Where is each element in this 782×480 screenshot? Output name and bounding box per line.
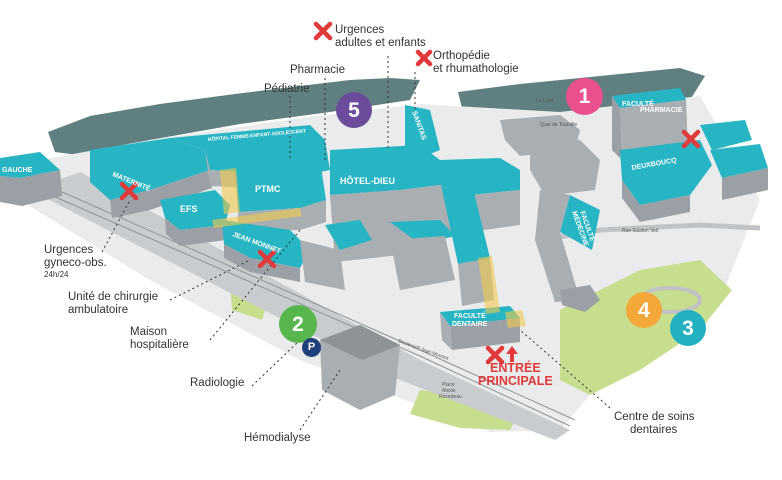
street-place-2: Alexis	[442, 388, 456, 394]
label-hemodialyse: Hémodialyse	[244, 432, 311, 444]
leader-maison	[209, 229, 301, 341]
badge-1-number: 1	[578, 85, 591, 108]
badge-3[interactable]: 3	[670, 310, 706, 346]
building-central-1	[325, 220, 372, 250]
building-gauche	[0, 152, 60, 178]
walkway-1	[212, 208, 302, 228]
walkway-4	[505, 310, 526, 328]
building-deuxboucq	[620, 140, 712, 205]
building-south-top	[320, 325, 400, 360]
label-entree-line1: ENTRÉE	[490, 361, 541, 375]
bld-faculte-dentaire-1: FACULTÉ	[454, 311, 486, 320]
badge-2-number: 2	[292, 312, 304, 336]
label-pediatrie: Pédiatrie	[264, 83, 310, 95]
label-entree-line2: PRINCIPALE	[478, 374, 553, 389]
bld-ptmc: PTMC	[255, 184, 281, 194]
bld-faculte-dentaire-2: DENTAIRE	[452, 321, 488, 328]
cross-urgences-adultes	[313, 21, 333, 41]
arrow-up-icon	[506, 346, 518, 362]
cross-entree	[485, 345, 505, 365]
label-unite-chirurgie-line2: ambulatoire	[68, 304, 129, 317]
building-faculte-pharmacie	[612, 88, 686, 108]
badge-1[interactable]: 1	[566, 78, 603, 115]
building-deuxboucq-side	[622, 180, 690, 222]
label-pharmacie: Pharmacie	[290, 64, 345, 76]
building-east-1	[700, 120, 752, 150]
label-urgences-adultes-line1: Urgences	[335, 24, 385, 36]
street-rue-gaston: Rue Gaston Veil	[622, 228, 658, 234]
badge-4[interactable]: 4	[626, 292, 662, 328]
street-place-3: Ricordeau	[439, 394, 462, 400]
building-faculte-dentaire-front	[450, 318, 520, 350]
building-central-5	[440, 176, 490, 264]
parking-letter: P	[307, 341, 316, 353]
building-sanitas	[405, 105, 440, 158]
park-south	[410, 390, 520, 430]
parking-icon[interactable]: P	[302, 338, 321, 357]
label-urgences-gyneco-line2: gyneco-obs.	[44, 257, 107, 270]
label-urgences-gyneco: Urgences gyneco-obs. 24h/24	[44, 244, 107, 280]
river	[48, 78, 420, 156]
leader-hemodialyse	[299, 369, 341, 431]
walkway-2	[220, 168, 240, 214]
label-orthopedie-line1: Orthopédie	[433, 50, 490, 62]
label-urgences-gyneco-line1: Urgences	[44, 244, 94, 256]
label-urgences-adultes: Urgences adultes et enfants	[335, 24, 426, 50]
cross-jean-monnet	[257, 249, 277, 269]
badge-5-number: 5	[348, 98, 360, 122]
rail-track-1	[29, 185, 571, 427]
building-medecine-dome	[560, 285, 600, 312]
building-faculte-medecine	[560, 195, 600, 250]
building-central-4	[390, 236, 455, 290]
label-maison-line2: hospitalière	[130, 339, 189, 352]
building-faculte-medecine-side	[535, 190, 580, 302]
building-ptmc	[235, 160, 326, 212]
label-orthopedie: Orthopédie et rhumathologie	[433, 50, 519, 76]
cross-orthopedie	[415, 49, 433, 67]
label-unite-chirurgie: Unité de chirurgie ambulatoire	[68, 291, 158, 317]
bld-faculte-pharmacie-2: PHARMACIE	[640, 107, 683, 114]
building-central-2	[300, 240, 345, 290]
label-entree-principale[interactable]: ENTRÉE PRINCIPALE	[478, 361, 553, 389]
building-jean-monnet	[222, 220, 310, 268]
label-urgences-gyneco-hours: 24h/24	[44, 270, 69, 280]
building-east-2	[710, 144, 768, 178]
label-radiologie: Radiologie	[190, 377, 245, 389]
leader-radiologie	[251, 339, 301, 387]
street-place-1: Place	[442, 382, 455, 388]
street-quai: Quai de Tourville	[540, 122, 577, 128]
building-efs-side	[165, 218, 226, 246]
building-faculte-pharmacie-side	[612, 96, 622, 160]
street-la-loire: La Loire	[536, 98, 554, 104]
bld-efs: EFS	[180, 204, 198, 214]
bld-gauche: GAUCHE	[2, 167, 33, 174]
building-gauche-side	[0, 170, 62, 206]
badge-3-number: 3	[682, 316, 694, 340]
label-unite-chirurgie-line1: Unité de chirurgie	[68, 291, 159, 303]
bld-faculte-pharmacie-1: FACULTÉ	[622, 99, 654, 108]
cross-pharmacie-east	[681, 129, 701, 149]
building-faculte-dentaire-side	[440, 312, 452, 350]
building-hotel-dieu	[330, 145, 440, 195]
label-maison-line1: Maison	[130, 326, 168, 338]
building-ne-2	[530, 140, 600, 196]
building-east-2-side	[722, 168, 768, 200]
cross-gyneco	[119, 181, 139, 201]
rail-track-2	[34, 179, 576, 421]
badge-5[interactable]: 5	[336, 92, 372, 128]
label-urgences-adultes-line2: adultes et enfants	[335, 37, 426, 50]
badge-2[interactable]: 2	[279, 305, 317, 343]
label-centre-soins-line1: Centre de soins	[614, 411, 695, 423]
label-maison: Maison hospitalière	[130, 326, 189, 352]
label-centre-soins: Centre de soins dentaires	[614, 411, 695, 437]
walkway-3	[478, 256, 500, 314]
label-orthopedie-line2: et rhumathologie	[433, 63, 519, 76]
bld-hotel-dieu: HÔTEL-DIEU	[340, 175, 395, 186]
badge-4-number: 4	[638, 298, 650, 322]
label-centre-soins-line2: dentaires	[630, 424, 678, 437]
building-faculte-dentaire	[440, 306, 520, 326]
building-maternite-side	[110, 170, 212, 218]
